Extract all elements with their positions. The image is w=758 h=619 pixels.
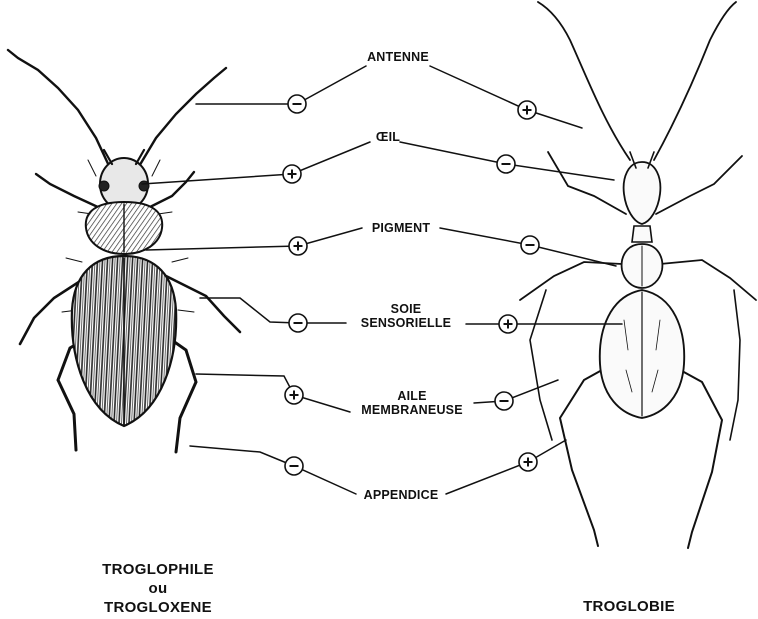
trait-aile-line1: AILE: [350, 389, 474, 403]
caption-troglophile-line1: TROGLOPHILE: [88, 560, 228, 579]
minus-sign-pigment-right: [521, 236, 539, 254]
plus-sign-soie-right: [499, 315, 517, 333]
caption-troglophile-line3: TROGLOXENE: [88, 598, 228, 617]
trait-soie-line1: SOIE: [348, 302, 464, 316]
caption-troglobie-line1: TROGLOBIE: [566, 597, 692, 616]
trait-pigment-text: PIGMENT: [362, 221, 440, 235]
plus-sign-aile-left: [285, 386, 303, 404]
minus-sign-appendice-left: [285, 457, 303, 475]
trait-label-oeil: ŒIL: [368, 130, 408, 144]
trait-label-appendice: APPENDICE: [356, 488, 446, 502]
trait-label-antenne: ANTENNE: [362, 50, 434, 64]
trait-aile-line2: MEMBRANEUSE: [350, 403, 474, 417]
sign-markers: [283, 95, 539, 475]
troglophile-beetle: [8, 50, 240, 452]
minus-sign-soie-left: [289, 314, 307, 332]
trait-oeil-text: ŒIL: [368, 130, 408, 144]
trait-label-pigment: PIGMENT: [362, 221, 440, 235]
minus-sign-aile-right: [495, 392, 513, 410]
trait-label-aile-membraneuse: AILE MEMBRANEUSE: [350, 389, 474, 417]
troglobie-beetle: [520, 2, 756, 548]
caption-troglobie: TROGLOBIE: [566, 597, 692, 616]
minus-sign-antenne-left: [288, 95, 306, 113]
caption-troglophile-line2: ou: [88, 579, 228, 598]
minus-sign-oeil-right: [497, 155, 515, 173]
plus-sign-pigment-left: [289, 237, 307, 255]
plus-sign-appendice-right: [519, 453, 537, 471]
plus-sign-oeil-left: [283, 165, 301, 183]
caption-troglophile: TROGLOPHILE ou TROGLOXENE: [88, 560, 228, 617]
trait-label-soie-sensorielle: SOIE SENSORIELLE: [348, 302, 464, 330]
trait-appendice-text: APPENDICE: [356, 488, 446, 502]
trait-antenne-text: ANTENNE: [362, 50, 434, 64]
plus-sign-antenne-right: [518, 101, 536, 119]
trait-soie-line2: SENSORIELLE: [348, 316, 464, 330]
